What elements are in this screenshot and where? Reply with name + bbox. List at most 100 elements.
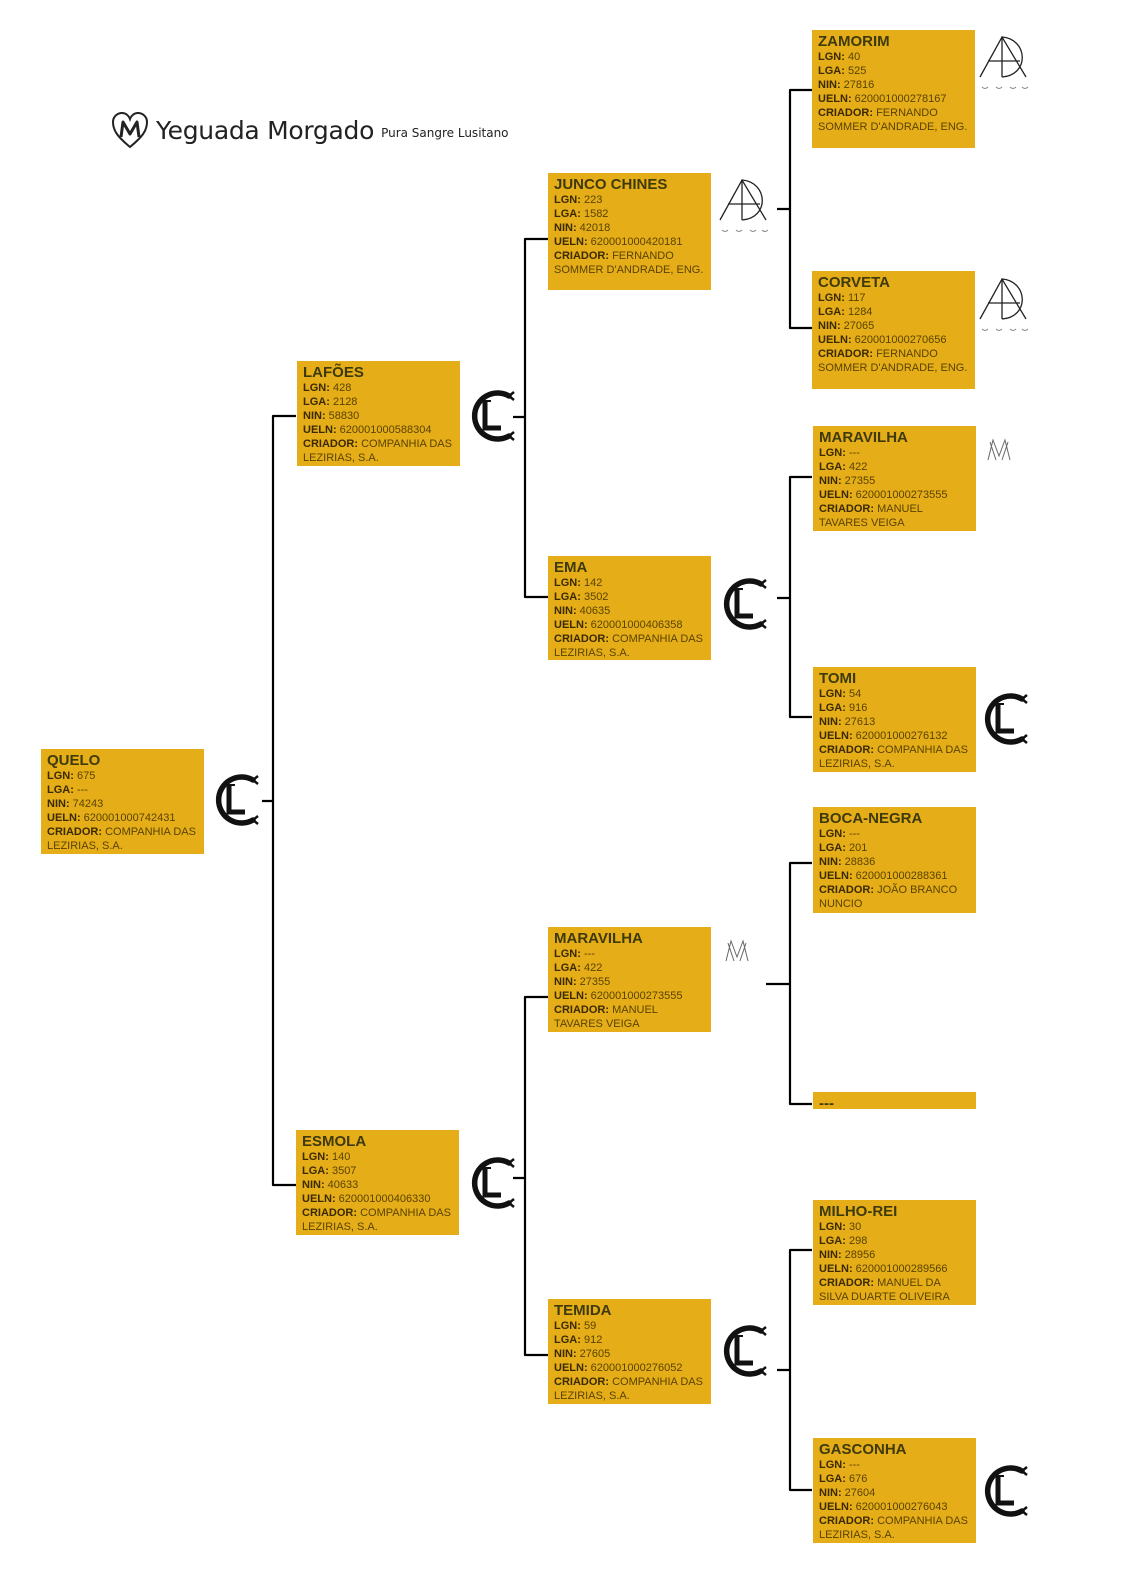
field-value: 620001000420181	[590, 236, 683, 248]
field-label: LGN:	[818, 51, 845, 63]
field-label: NIN:	[303, 410, 326, 422]
field-value: ---	[848, 828, 860, 840]
field-nin: NIN: 74243	[47, 797, 200, 811]
field-label: UELN:	[819, 870, 853, 882]
field-label: NIN:	[819, 856, 842, 868]
logo-name: Yeguada Morgado	[156, 115, 375, 145]
field-label: CRIADOR:	[302, 1207, 357, 1219]
field-value: 620001000273555	[590, 990, 683, 1002]
field-label: UELN:	[554, 1362, 588, 1374]
field-value: 620001000273555	[855, 489, 948, 501]
field-label: CRIADOR:	[303, 438, 358, 450]
field-value: MANUEL DA SILVA DUARTE OLIVEIRA	[819, 1277, 950, 1303]
horse-name: ZAMORIM	[818, 33, 890, 50]
field-value: 27613	[844, 716, 876, 728]
field-value: 3502	[583, 591, 609, 603]
field-lgn: LGN: 140	[302, 1150, 455, 1164]
field-value: COMPANHIA DAS LEZIRIAS, S.A.	[47, 826, 196, 852]
field-lgn: LGN: 428	[303, 381, 456, 395]
field-label: NIN:	[818, 320, 841, 332]
field-label: UELN:	[554, 619, 588, 631]
field-value: 298	[848, 1235, 868, 1247]
field-nin: NIN: 27605	[554, 1347, 707, 1361]
ad-brand-icon	[976, 275, 1032, 340]
field-label: CRIADOR:	[47, 826, 102, 838]
field-nin: NIN: 28956	[819, 1248, 972, 1262]
field-label: LGN:	[554, 194, 581, 206]
field-value: 27816	[843, 79, 875, 91]
cl-brand-icon	[717, 575, 771, 638]
field-lga: LGA: 916	[819, 701, 972, 715]
field-value: 28956	[844, 1249, 876, 1261]
field-label: UELN:	[819, 1263, 853, 1275]
field-lgn: LGN: 54	[819, 687, 972, 701]
horse-name: ESMOLA	[302, 1133, 367, 1150]
field-value: 620001000276132	[855, 730, 948, 742]
field-nin: NIN: 58830	[303, 409, 456, 423]
field-label: CRIADOR:	[554, 250, 609, 262]
field-label: CRIADOR:	[819, 503, 874, 515]
field-label: NIN:	[302, 1179, 325, 1191]
field-value: 620001000288361	[855, 870, 948, 882]
field-label: UELN:	[818, 93, 852, 105]
field-value: FERNANDO SOMMER D'ANDRADE, ENG.	[818, 107, 968, 133]
field-criador: CRIADOR: COMPANHIA DAS LEZIRIAS, S.A.	[819, 1514, 972, 1542]
field-value: 422	[848, 461, 868, 473]
field-value: 223	[583, 194, 603, 206]
field-value: COMPANHIA DAS LEZIRIAS, S.A.	[302, 1207, 451, 1233]
field-lga: LGA: 422	[554, 961, 707, 975]
field-label: UELN:	[554, 236, 588, 248]
field-value: 428	[332, 382, 352, 394]
field-label: NIN:	[554, 222, 577, 234]
field-lga: LGA: 912	[554, 1333, 707, 1347]
horse-name: JUNCO CHINES	[554, 176, 668, 193]
field-lga: LGA: 676	[819, 1472, 972, 1486]
field-label: LGA:	[302, 1165, 329, 1177]
field-ueln: UELN: 620001000588304	[303, 423, 456, 437]
field-label: NIN:	[554, 1348, 577, 1360]
field-label: LGA:	[818, 306, 845, 318]
field-nin: NIN: 27604	[819, 1486, 972, 1500]
field-value: 620001000278167	[854, 93, 947, 105]
field-criador: CRIADOR: COMPANHIA DAS LEZIRIAS, S.A.	[554, 632, 707, 660]
field-label: NIN:	[47, 798, 70, 810]
field-label: LGA:	[819, 1473, 846, 1485]
field-label: CRIADOR:	[818, 107, 873, 119]
field-ueln: UELN: 620001000276043	[819, 1500, 972, 1514]
field-lgn: LGN: 675	[47, 769, 200, 783]
field-value: 675	[76, 770, 96, 782]
field-ueln: UELN: 620001000273555	[554, 989, 707, 1003]
horse-name: EMA	[554, 559, 588, 576]
horse-name: ---	[819, 1095, 834, 1112]
field-label: NIN:	[818, 79, 841, 91]
field-value: 74243	[72, 798, 104, 810]
ad-brand-icon	[716, 176, 772, 241]
cl-brand-icon	[465, 1154, 519, 1217]
field-lga: LGA: 298	[819, 1234, 972, 1248]
horse-name: QUELO	[47, 752, 101, 769]
horse-card-unknown[interactable]: ---	[813, 1092, 976, 1112]
field-value: MANUEL TAVARES VEIGA	[819, 503, 923, 529]
field-label: LGN:	[303, 382, 330, 394]
field-value: 140	[331, 1151, 351, 1163]
field-label: CRIADOR:	[819, 1277, 874, 1289]
field-label: LGN:	[554, 1320, 581, 1332]
field-label: LGN:	[819, 447, 846, 459]
field-label: LGN:	[819, 828, 846, 840]
field-criador: CRIADOR: COMPANHIA DAS LEZIRIAS, S.A.	[47, 825, 200, 853]
mtv-brand-icon	[724, 937, 750, 970]
